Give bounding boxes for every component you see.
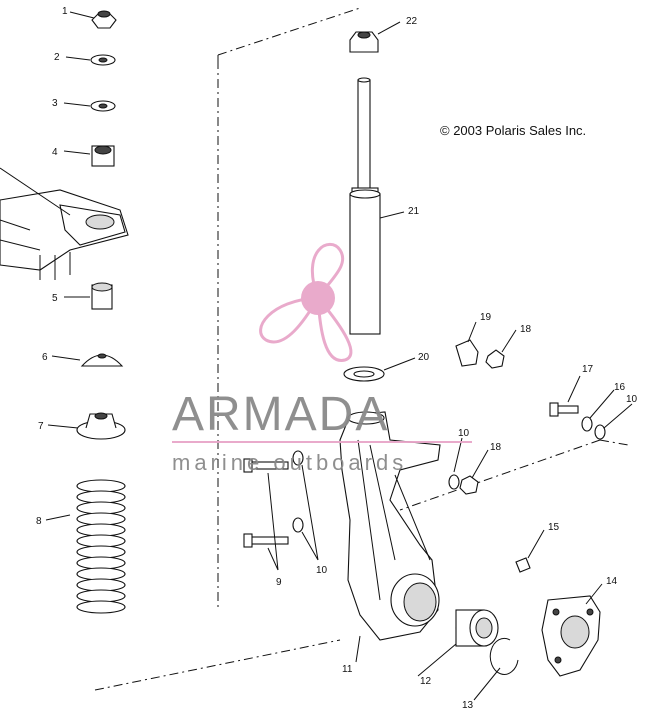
part-13-snap-ring	[489, 637, 519, 675]
part-16-washer	[581, 416, 593, 432]
part-7-spring-seat	[76, 412, 126, 440]
callout-10c: 10	[626, 394, 638, 405]
part-18-nuts	[459, 349, 505, 495]
callout-13: 13	[462, 700, 474, 711]
spring-coil	[76, 567, 126, 581]
callout-22: 22	[406, 16, 418, 27]
spring-coil	[76, 545, 126, 559]
part-4-bushing	[91, 145, 115, 167]
spring-coil	[76, 501, 126, 515]
callout-18b: 18	[490, 442, 502, 453]
part-22-bump-stop	[349, 31, 379, 53]
part-10-washers	[292, 424, 606, 561]
spring-coil	[76, 600, 126, 614]
callout-11: 11	[342, 664, 353, 675]
part-3-washer	[90, 100, 116, 112]
callout-17: 17	[582, 364, 594, 375]
callout-10b: 10	[458, 428, 470, 439]
part-8-spring	[76, 479, 126, 614]
callout-12: 12	[420, 676, 432, 687]
callout-2: 2	[54, 52, 60, 63]
callout-5: 5	[52, 293, 58, 304]
assembly-boundary	[94, 7, 629, 691]
copyright-notice: © 2003 Polaris Sales Inc.	[440, 123, 586, 138]
propeller-logo-icon	[259, 242, 353, 362]
callout-14: 14	[606, 576, 618, 587]
callout-20: 20	[418, 352, 430, 363]
part-2-washer	[90, 54, 116, 66]
callout-6: 6	[42, 352, 48, 363]
part-15-fitting	[515, 557, 531, 573]
part-20-washer	[343, 366, 385, 382]
callout-4: 4	[52, 147, 58, 158]
watermark-tagline: marine outboards	[172, 450, 407, 475]
part-11-knuckle	[339, 411, 441, 641]
frame-mount	[0, 189, 129, 280]
callout-18a: 18	[520, 324, 532, 335]
spring-coil	[76, 534, 126, 548]
spring-coil	[76, 490, 126, 504]
callout-16: 16	[614, 382, 626, 393]
part-17-bolt	[549, 402, 579, 417]
callout-9: 9	[276, 577, 282, 588]
callout-labels: 1 2 3 4 5 6 7 8 9 10 10 10 11 12 13 14 1…	[36, 6, 638, 711]
spring-coil	[76, 523, 126, 537]
part-9-bolts	[243, 458, 289, 571]
callout-19: 19	[480, 312, 492, 323]
spring-coil	[76, 556, 126, 570]
leader-lines	[0, 11, 633, 701]
spring-coil	[76, 578, 126, 592]
part-21-shock	[349, 77, 381, 335]
callout-10a: 10	[316, 565, 328, 576]
callout-15: 15	[548, 522, 560, 533]
callout-7: 7	[38, 421, 44, 432]
part-5-bushing	[91, 282, 113, 310]
callout-3: 3	[52, 98, 58, 109]
callout-8: 8	[36, 516, 42, 527]
watermark-brand: ARMADA	[172, 388, 389, 441]
spring-coil	[76, 479, 126, 493]
part-14-hub-carrier	[541, 595, 601, 677]
callout-21: 21	[408, 206, 420, 217]
part-6-cup	[80, 353, 124, 367]
watermark: ARMADA marine outboards	[172, 242, 472, 475]
part-1-nut	[91, 10, 117, 29]
spring-coil	[76, 512, 126, 526]
spring-coil	[76, 589, 126, 603]
part-12-bearing	[455, 609, 499, 647]
part-19-bracket	[455, 339, 479, 367]
callout-1: 1	[62, 6, 68, 17]
